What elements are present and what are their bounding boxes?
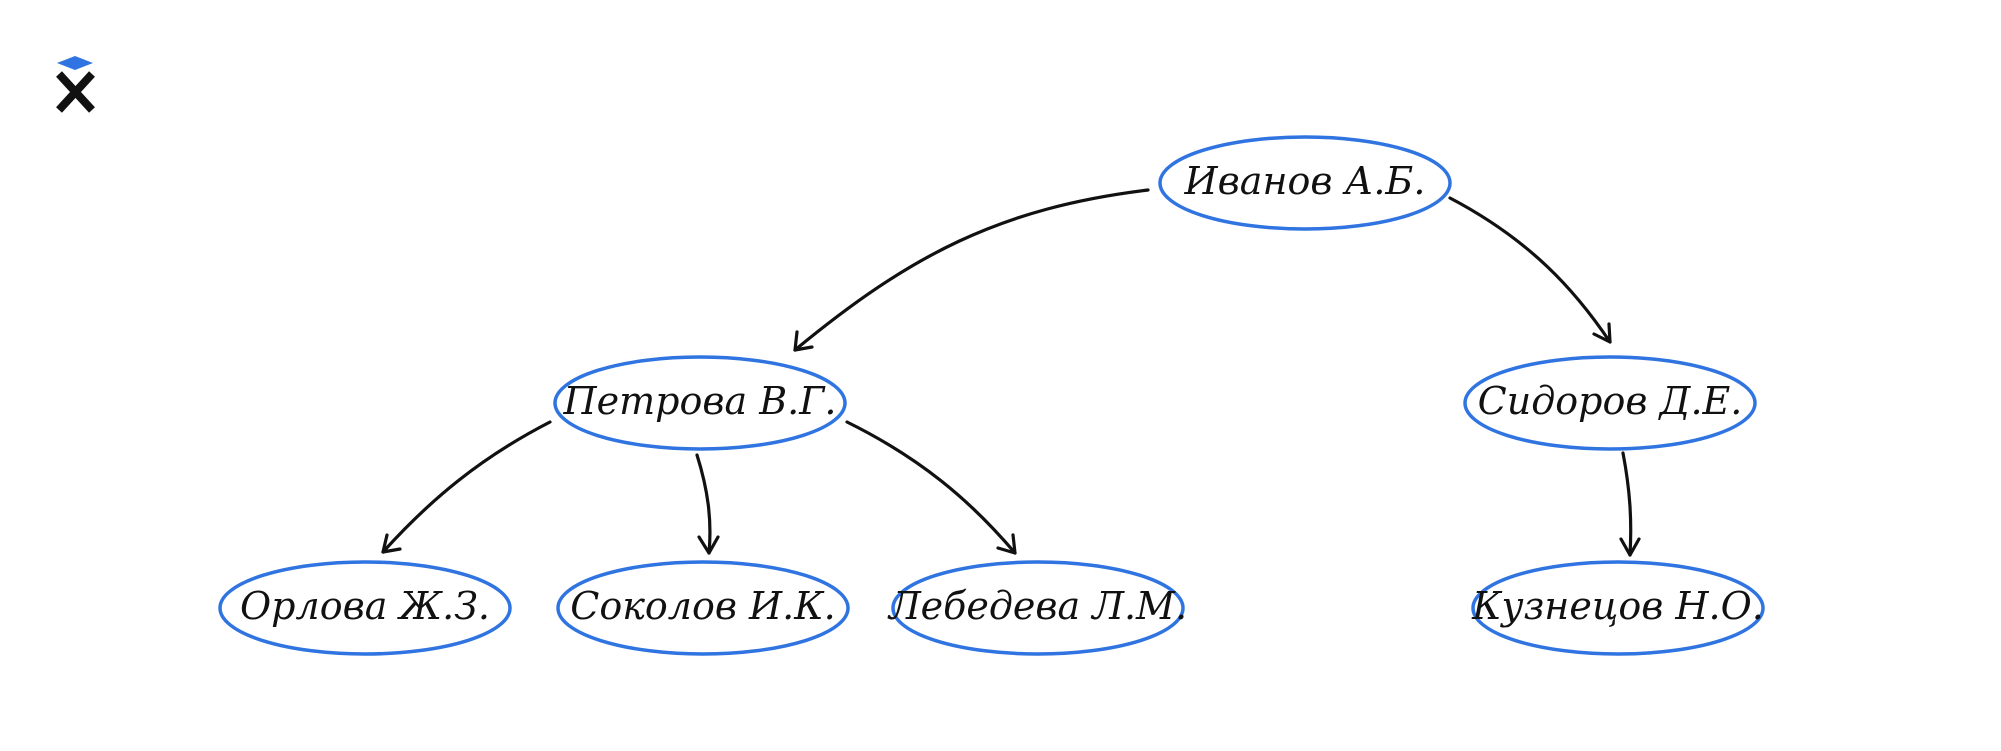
- node-ellipse: [1158, 135, 1452, 231]
- node-label: Лебедева Л.М.: [887, 584, 1187, 628]
- arrowhead: [1592, 322, 1612, 344]
- logo-x-mark: [56, 71, 95, 113]
- node-orlova: Орлова Ж.З.: [218, 560, 512, 656]
- node-label: Иванов А.Б.: [1184, 159, 1426, 203]
- arrowhead: [697, 535, 720, 555]
- node-sidorov: Сидоров Д.Е.: [1463, 355, 1757, 451]
- node-sokolov: Соколов И.К.: [556, 560, 850, 656]
- node-label: Соколов И.К.: [570, 584, 836, 628]
- node-lebedeva: Лебедева Л.М.: [887, 560, 1187, 656]
- logo-diamond: [57, 56, 93, 70]
- node-label: Сидоров Д.Е.: [1478, 379, 1743, 423]
- node-ellipse: [1471, 560, 1765, 656]
- edge-ivanov-sidorov: [1448, 196, 1612, 344]
- node-petrova: Петрова В.Г.: [553, 355, 847, 451]
- edge-line: [845, 420, 1017, 555]
- arrowhead: [1619, 537, 1641, 557]
- node-ellipse: [556, 560, 850, 656]
- edge-ivanov-petrova: [793, 188, 1150, 352]
- node-ivanov: Иванов А.Б.: [1158, 135, 1452, 231]
- edge-line: [793, 188, 1150, 352]
- node-label: Кузнецов Н.О.: [1471, 584, 1764, 628]
- edge-petrova-lebedeva: [845, 420, 1017, 555]
- arrowhead: [381, 533, 402, 554]
- arrowhead: [996, 533, 1017, 555]
- node-ellipse: [891, 560, 1185, 656]
- edge-sidorov-kuznetsov: [1619, 451, 1641, 557]
- arrowhead: [793, 330, 814, 352]
- edge-petrova-sokolov: [695, 453, 720, 555]
- node-ellipse: [218, 560, 512, 656]
- node-kuznetsov: Кузнецов Н.О.: [1471, 560, 1765, 656]
- edge-line: [1448, 196, 1612, 344]
- edge-petrova-orlova: [381, 420, 552, 554]
- node-label: Орлова Ж.З.: [240, 584, 490, 628]
- node-label: Петрова В.Г.: [563, 379, 837, 423]
- edge-line: [1621, 451, 1633, 557]
- edge-line: [381, 420, 552, 554]
- node-ellipse: [1463, 355, 1757, 451]
- nodes-layer: Иванов А.Б. Петрова В.Г. Сидоров Д.Е. Ор…: [218, 135, 1765, 656]
- edge-line: [695, 453, 712, 555]
- node-ellipse: [553, 355, 847, 451]
- x-logo-icon: [56, 56, 95, 113]
- edges-layer: [381, 188, 1641, 557]
